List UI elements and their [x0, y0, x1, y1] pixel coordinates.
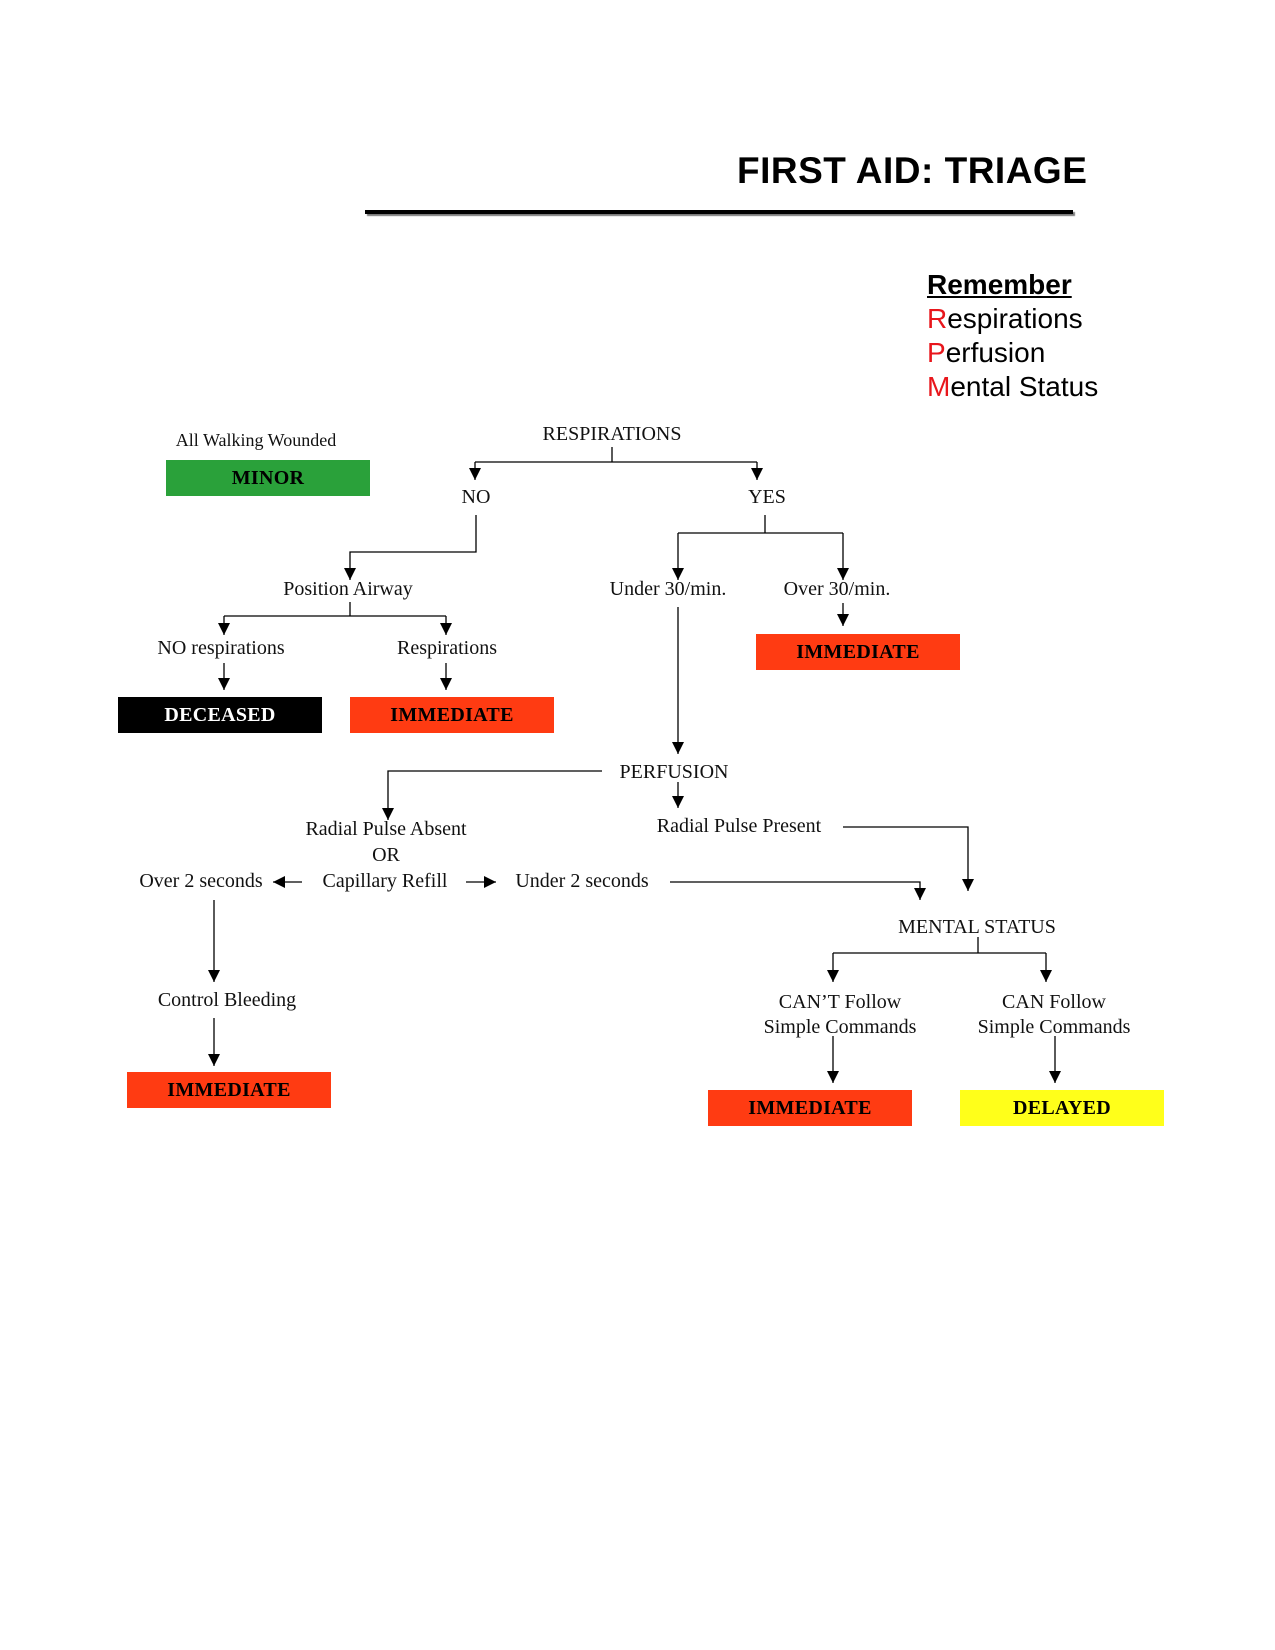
- connector-under-2-to-mental: [670, 881, 926, 900]
- respirations-after-airway-label: Respirations: [397, 637, 497, 659]
- immediate-box-label: IMMEDIATE: [390, 703, 514, 726]
- minor-box-label: MINOR: [231, 466, 305, 489]
- control-bleeding-label: Control Bleeding: [157, 989, 297, 1011]
- delayed-box-label: DELAYED: [1012, 1096, 1112, 1119]
- mnemonic-initial: R: [927, 303, 948, 334]
- mnemonic-initial: P: [927, 337, 946, 368]
- mnemonic-rest: espirations: [947, 303, 1083, 334]
- title-rule: [365, 210, 1073, 214]
- mnemonic-rest: erfusion: [945, 337, 1046, 368]
- can-follow-line1: CAN Follow: [1002, 991, 1106, 1013]
- immediate-box-mental: IMMEDIATE: [708, 1090, 912, 1126]
- can-follow-line2: Simple Commands: [977, 1016, 1131, 1038]
- mnemonic-item-mental-status: Mental Status: [927, 370, 1098, 404]
- immediate-box-airway: IMMEDIATE: [350, 697, 554, 733]
- no-respirations-label: NO respirations: [157, 637, 285, 659]
- connector-no-to-airway: [344, 515, 477, 580]
- cant-follow-line1: CAN’T Follow: [778, 991, 902, 1013]
- immediate-box-label: IMMEDIATE: [167, 1078, 291, 1101]
- over-2-seconds-label: Over 2 seconds: [139, 870, 263, 892]
- mnemonic-rest: ental Status: [950, 371, 1099, 402]
- deceased-box: DECEASED: [118, 697, 322, 733]
- mnemonic-item-respirations: Respirations: [927, 302, 1098, 336]
- respirations-label: RESPIRATIONS: [542, 423, 682, 445]
- capillary-refill-label: Capillary Refill: [322, 870, 448, 892]
- mental-status-label: MENTAL STATUS: [898, 916, 1056, 938]
- mnemonic-block: Remember Respirations Perfusion Mental S…: [927, 268, 1098, 404]
- yes-label: YES: [748, 486, 786, 508]
- cant-follow-line2: Simple Commands: [763, 1016, 917, 1038]
- or-label: OR: [372, 844, 400, 866]
- no-label: NO: [461, 486, 491, 508]
- under-2-seconds-label: Under 2 seconds: [515, 870, 649, 892]
- connector-perfusion-to-absent: [382, 770, 602, 820]
- can-follow-label: CAN Follow Simple Commands: [978, 990, 1131, 1040]
- under-30-label: Under 30/min.: [609, 578, 727, 600]
- radial-absent-label: Radial Pulse Absent: [305, 818, 467, 840]
- deceased-box-label: DECEASED: [164, 703, 276, 726]
- immediate-box-label: IMMEDIATE: [796, 640, 920, 663]
- radial-present-label: Radial Pulse Present: [656, 815, 822, 837]
- mnemonic-heading: Remember: [927, 269, 1072, 300]
- minor-box: MINOR: [166, 460, 370, 496]
- immediate-box-over-30: IMMEDIATE: [756, 634, 960, 670]
- immediate-box-bleeding: IMMEDIATE: [127, 1072, 331, 1108]
- connector-present-to-mental: [843, 826, 974, 891]
- position-airway-label: Position Airway: [283, 578, 413, 600]
- mnemonic-item-perfusion: Perfusion: [927, 336, 1098, 370]
- perfusion-label: PERFUSION: [619, 761, 729, 783]
- walking-wounded-label: All Walking Wounded: [175, 430, 337, 450]
- immediate-box-label: IMMEDIATE: [748, 1096, 872, 1119]
- delayed-box: DELAYED: [960, 1090, 1164, 1126]
- mnemonic-initial: M: [927, 371, 951, 402]
- over-30-label: Over 30/min.: [783, 578, 891, 600]
- page-title: FIRST AID: TRIAGE: [737, 150, 1088, 191]
- cant-follow-label: CAN’T Follow Simple Commands: [764, 990, 917, 1040]
